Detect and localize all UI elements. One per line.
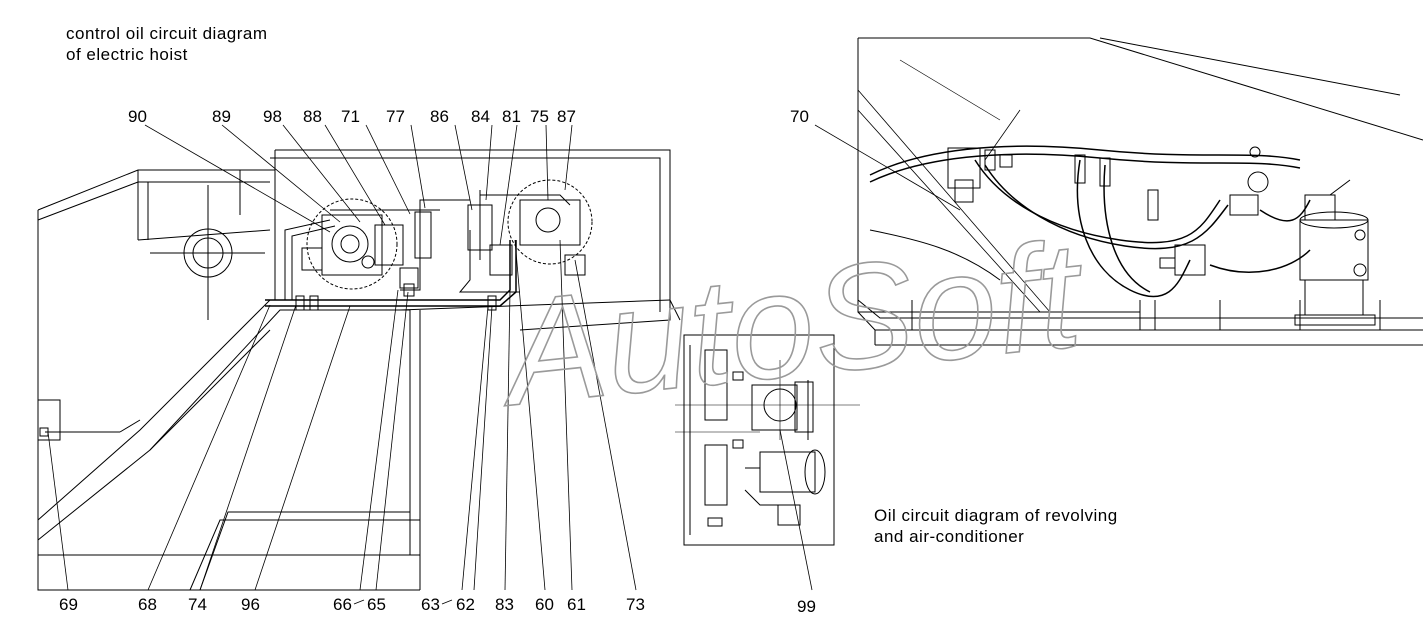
hoist-frame — [38, 150, 680, 590]
part-numbers-top: 90 89 98 88 71 77 86 84 81 75 87 70 — [128, 107, 809, 126]
part-number: 69 — [59, 595, 78, 614]
part-number: 98 — [263, 107, 282, 126]
caption-left-line1: control oil circuit diagram — [66, 24, 268, 43]
part-numbers-bottom: 69 68 74 96 66 65 63 62 83 60 61 73 99 — [59, 595, 816, 616]
caption-electric-hoist: control oil circuit diagram of electric … — [66, 23, 268, 65]
aircon-frame — [858, 38, 1423, 345]
caption-revolving-air-conditioner: Oil circuit diagram of revolving and air… — [874, 505, 1118, 547]
part-number: 88 — [303, 107, 322, 126]
part-number: 99 — [797, 597, 816, 616]
part-number: 89 — [212, 107, 231, 126]
caption-left-line2: of electric hoist — [66, 45, 188, 64]
part-number: 75 — [530, 107, 549, 126]
range-dash — [442, 600, 452, 604]
part-number: 68 — [138, 595, 157, 614]
part-number: 77 — [386, 107, 405, 126]
range-dash — [354, 600, 364, 604]
part-number: 60 — [535, 595, 554, 614]
leader-lines-top — [145, 125, 572, 245]
part-number: 71 — [341, 107, 360, 126]
part-number: 96 — [241, 595, 260, 614]
leader-line-99 — [780, 430, 812, 590]
caption-right-line2: and air-conditioner — [874, 527, 1025, 546]
part-number: 74 — [188, 595, 207, 614]
leader-line-70 — [815, 125, 960, 210]
part-number: 84 — [471, 107, 490, 126]
part-number: 83 — [495, 595, 514, 614]
part-number: 86 — [430, 107, 449, 126]
part-number: 63 — [421, 595, 440, 614]
part-number: 65 — [367, 595, 386, 614]
leader-lines-bottom — [48, 240, 636, 590]
leader-line-aux — [985, 110, 1020, 160]
caption-right-line1: Oil circuit diagram of revolving — [874, 506, 1118, 525]
part-number: 90 — [128, 107, 147, 126]
part-number: 66 — [333, 595, 352, 614]
part-number: 73 — [626, 595, 645, 614]
part-number: 61 — [567, 595, 586, 614]
part-number: 70 — [790, 107, 809, 126]
part-number: 81 — [502, 107, 521, 126]
part-number: 62 — [456, 595, 475, 614]
revolving-inset — [675, 335, 860, 545]
part-number: 87 — [557, 107, 576, 126]
